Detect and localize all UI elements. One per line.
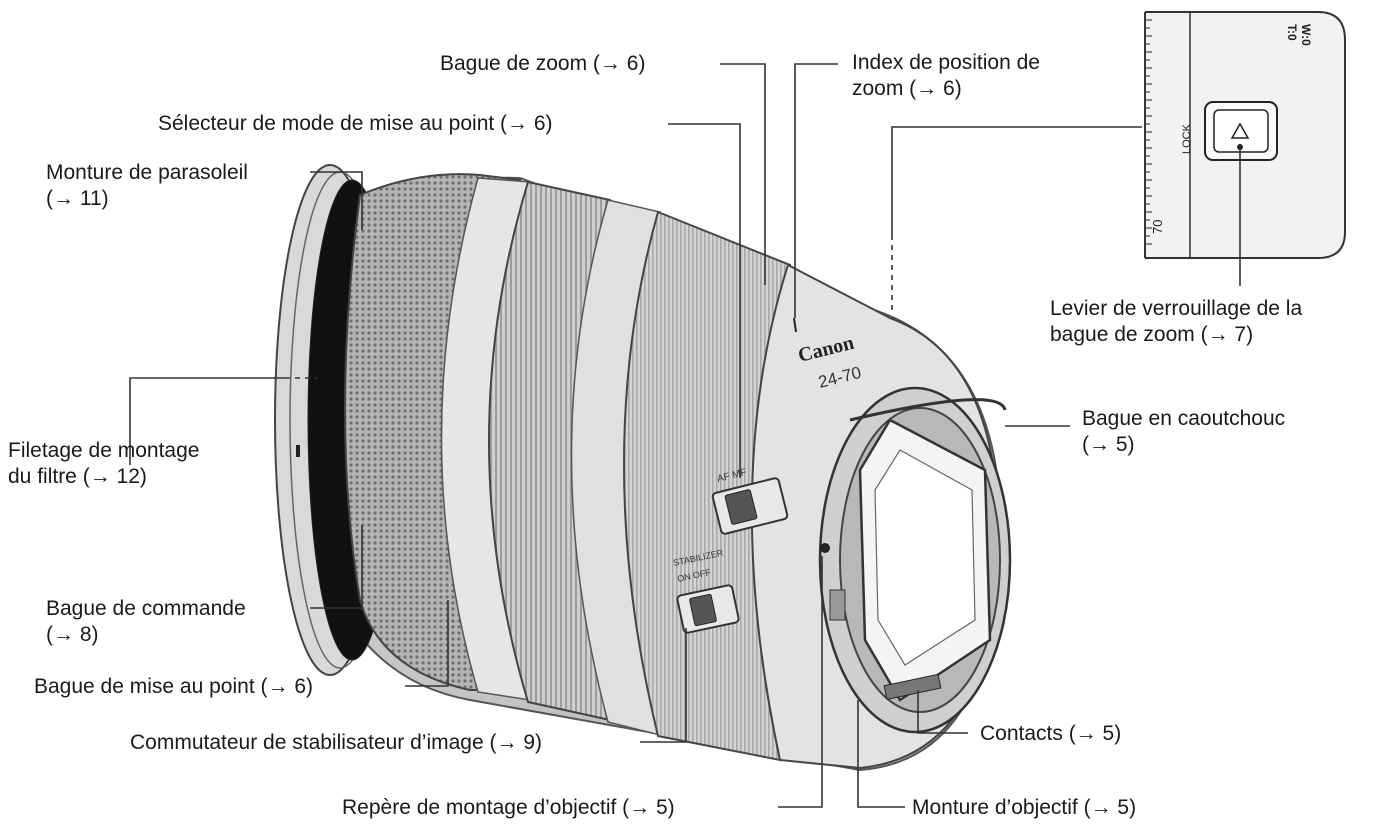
leader-control-ring [310, 525, 363, 609]
label-rubber-ring: Bague en caoutchouc (→ 5) [1082, 406, 1285, 458]
leader-stabilizer [640, 628, 687, 743]
label-zoom-lock-line1: Levier de verrouillage de la [1050, 297, 1303, 320]
label-zoom-lock: Levier de verrouillage de la bague de zo… [1050, 296, 1302, 348]
label-zoom-ring: Bague de zoom (→ 6) [440, 51, 645, 77]
leader-hood-mount [310, 171, 363, 230]
label-mount-index: Repère de montage d’objectif (→ 5) [342, 795, 675, 821]
leader-inset [891, 126, 1142, 235]
leader-zoom-index [794, 63, 838, 318]
label-contacts: Contacts (→ 5) [980, 721, 1121, 747]
label-zoom-index-line2: zoom (→ 6) [852, 77, 962, 100]
label-control-ring: Bague de commande (→ 8) [46, 596, 246, 648]
inset-wide-mark: W:0 [1299, 24, 1313, 46]
label-stabilizer-switch: Commutateur de stabilisateur d’image (→ … [130, 730, 542, 756]
inset-tele-mark: T:0 [1285, 24, 1299, 41]
label-rubber-ring-line2: (→ 5) [1082, 433, 1135, 456]
label-focus-ring-text: Bague de mise au point (→ 6) [34, 675, 313, 698]
label-hood-mount-line1: Monture de parasoleil [46, 161, 248, 184]
label-zoom-ring-text: Bague de zoom (→ 6) [440, 52, 646, 75]
label-rubber-ring-line1: Bague en caoutchouc [1082, 407, 1286, 430]
mount-index-dot [820, 543, 830, 553]
label-stabilizer-switch-text: Commutateur de stabilisateur d’image (→ … [130, 731, 543, 754]
leader-zoom-ring [720, 63, 766, 285]
label-zoom-lock-line2: bague de zoom (→ 7) [1050, 323, 1254, 346]
label-filter-thread-line2: du filtre (→ 12) [8, 465, 147, 488]
label-focus-mode-switch: Sélecteur de mode de mise au point (→ 6) [158, 111, 553, 137]
inset-lock-text: LOCK [1181, 123, 1193, 154]
leader-filter-thread [129, 377, 285, 465]
label-focus-mode-switch-text: Sélecteur de mode de mise au point (→ 6) [158, 112, 553, 135]
label-hood-mount-line2: (→ 11) [46, 187, 109, 210]
leader-lens-mount [857, 700, 905, 808]
label-mount-index-text: Repère de montage d’objectif (→ 5) [342, 796, 675, 819]
leader-focus-ring [405, 600, 449, 687]
label-control-ring-line2: (→ 8) [46, 623, 99, 646]
label-filter-thread: Filetage de montage du filtre (→ 12) [8, 438, 199, 490]
leader-focus-mode [668, 123, 741, 478]
label-lens-mount-text: Monture d’objectif (→ 5) [912, 796, 1137, 819]
label-lens-mount: Monture d’objectif (→ 5) [912, 795, 1136, 821]
zoom-lock-inset: W:0 T:0 LOCK 70 [1144, 11, 1346, 259]
label-hood-mount: Monture de parasoleil (→ 11) [46, 160, 248, 212]
focus-mode-switch-shape: AF MF [711, 467, 789, 535]
label-contacts-text: Contacts (→ 5) [980, 722, 1122, 745]
label-zoom-index-line1: Index de position de [852, 51, 1040, 74]
leader-mount-index [778, 556, 823, 808]
label-zoom-index: Index de position de zoom (→ 6) [852, 50, 1040, 102]
label-control-ring-line1: Bague de commande [46, 597, 246, 620]
leader-contacts [917, 690, 968, 734]
label-filter-thread-line1: Filetage de montage [8, 439, 200, 462]
label-focus-ring: Bague de mise au point (→ 6) [34, 674, 313, 700]
inset-scale-value: 70 [1150, 220, 1165, 234]
